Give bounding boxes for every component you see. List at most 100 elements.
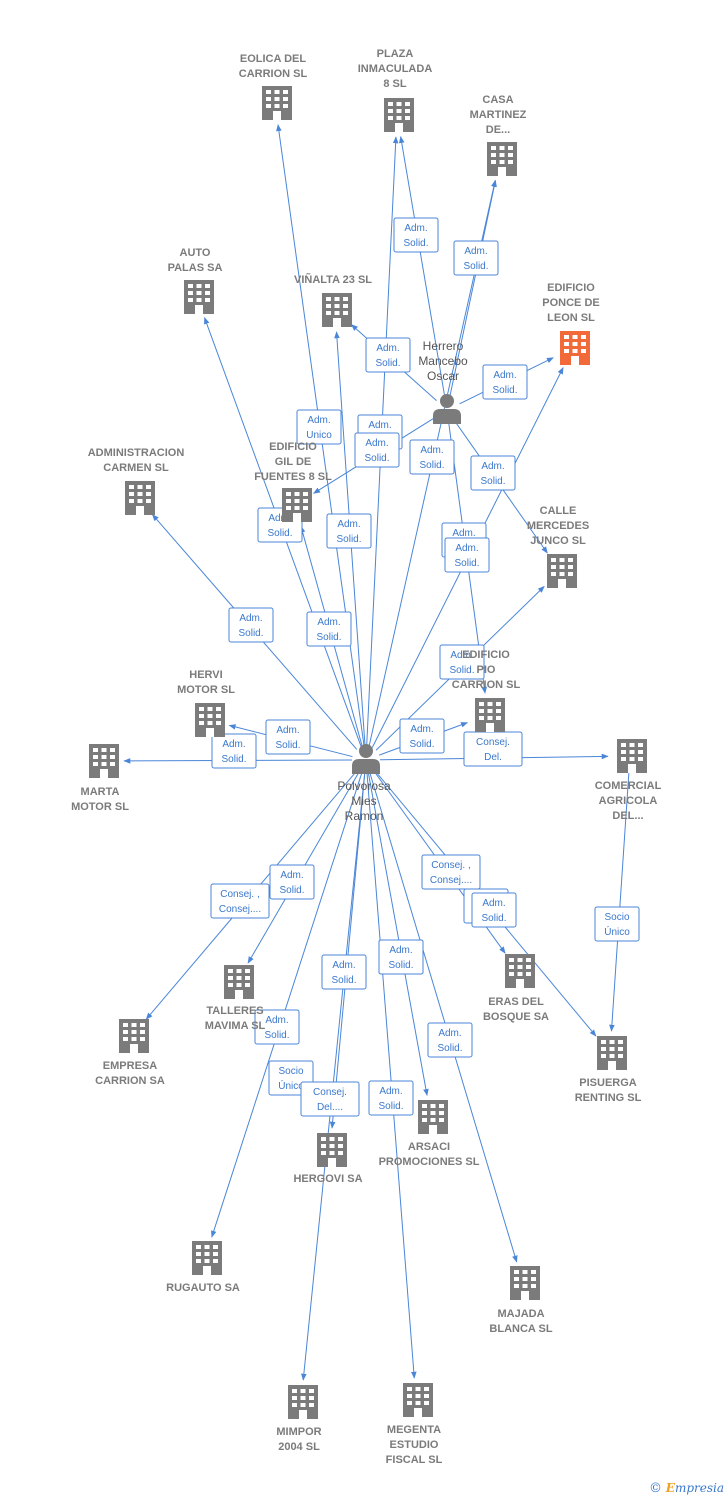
role-badge[interactable]: Adm.Solid.	[444, 537, 490, 573]
role-badge-line: Consej....	[219, 904, 261, 915]
company-label: MOTOR SL	[177, 684, 235, 696]
company-label: MOTOR SL	[71, 801, 129, 813]
role-badge[interactable]: Adm.Solid.	[439, 644, 485, 680]
company-label: PIO	[477, 664, 496, 676]
company-node-comercial[interactable]: COMERCIALAGRICOLADEL...	[595, 739, 662, 822]
company-label: CARRION SL	[452, 679, 521, 691]
company-label: ADMINISTRACION	[88, 447, 185, 459]
company-label: TALLERES	[206, 1005, 263, 1017]
role-badge[interactable]: Adm.Solid.	[482, 364, 528, 400]
role-badge[interactable]: Adm.Solid.	[265, 719, 311, 755]
role-badge[interactable]: Adm.Solid.	[378, 939, 424, 975]
role-badge-line: Solid.	[275, 740, 300, 751]
building-icon	[505, 954, 535, 988]
role-badge-line: Consej.	[476, 737, 510, 748]
role-badge[interactable]: Adm.Solid.	[453, 240, 499, 276]
role-badge[interactable]: Consej. ,Consej....	[421, 854, 481, 890]
role-badge-line: Adm.	[317, 617, 340, 628]
building-icon	[192, 1241, 222, 1275]
role-badge[interactable]: Adm.Solid.	[211, 733, 257, 769]
role-badge-line: Solid.	[437, 1043, 462, 1054]
company-node-hergovi[interactable]: HERGOVI SA	[293, 1133, 363, 1185]
company-label: PROMOCIONES SL	[379, 1156, 480, 1168]
role-badge-line: Consej. ,	[220, 889, 259, 900]
role-badge[interactable]: Adm.Solid.	[269, 864, 315, 900]
company-label: 8 SL	[383, 78, 407, 90]
role-badge[interactable]: Adm.Solid.	[427, 1022, 473, 1058]
role-badge-line: Solid.	[267, 528, 292, 539]
role-badge[interactable]: Adm.Solid.	[365, 337, 411, 373]
company-label: 2004 SL	[278, 1441, 320, 1453]
company-label: PLAZA	[377, 48, 414, 60]
role-badge[interactable]: Adm.Solid.	[306, 611, 352, 647]
person-label: Mancebo	[418, 354, 468, 368]
company-label: FISCAL SL	[386, 1454, 443, 1466]
role-badge[interactable]: Adm.Solid.	[326, 513, 372, 549]
role-badge-line: Adm.	[389, 945, 412, 956]
company-label: EMPRESA	[103, 1060, 157, 1072]
building-icon	[224, 965, 254, 999]
building-icon	[282, 488, 312, 522]
role-badge-line: Adm.	[368, 420, 391, 431]
role-badge-line: Adm.	[493, 370, 516, 381]
company-label: CARRION SA	[95, 1075, 165, 1087]
role-badge[interactable]: Consej. , Consej....	[210, 883, 270, 919]
company-node-casa[interactable]: CASAMARTINEZDE...	[470, 94, 527, 176]
role-badge[interactable]: Consej.Del....	[300, 1081, 360, 1117]
role-badge-line: Adm.	[452, 528, 475, 539]
building-icon	[547, 554, 577, 588]
role-badge[interactable]: Adm.Solid.	[354, 432, 400, 468]
company-label: AGRICOLA	[599, 795, 658, 807]
role-badge[interactable]: Adm.Solid.	[321, 954, 367, 990]
role-badge[interactable]: Adm.Solid.	[399, 718, 445, 754]
company-label: EDIFICIO	[269, 441, 317, 453]
role-badge[interactable]: Adm.Solid.	[254, 1009, 300, 1045]
role-badge[interactable]: Adm.Solid.	[228, 607, 274, 643]
company-node-vinalta[interactable]: VIÑALTA 23 SL	[294, 273, 372, 327]
building-icon	[262, 86, 292, 120]
company-node-empresa[interactable]: EMPRESA CARRION SA	[95, 1019, 165, 1087]
role-badge[interactable]: Adm.Solid.	[470, 455, 516, 491]
edge-p1-mimpor	[301, 773, 366, 1381]
company-label: ESTUDIO	[390, 1439, 439, 1451]
company-node-rugauto[interactable]: RUGAUTO SA	[166, 1241, 240, 1294]
role-badge-line: Solid.	[481, 913, 506, 924]
role-badge[interactable]: Adm.Unico	[296, 409, 342, 445]
role-badge[interactable]: Consej. Del.	[463, 731, 523, 767]
edge-p1-hergovi	[329, 773, 366, 1129]
role-badge-line: Adm.	[337, 519, 360, 530]
role-badge-line: Del.	[484, 752, 502, 763]
building-icon	[288, 1385, 318, 1419]
role-badge[interactable]: Adm.Solid.	[368, 1080, 414, 1116]
role-badge-line: Solid.	[378, 1101, 403, 1112]
role-badge-line: Adm.	[307, 415, 330, 426]
role-badge-line: Solid.	[403, 238, 428, 249]
company-label: AUTO	[180, 247, 211, 259]
role-badge[interactable]: Adm.Solid.	[471, 892, 517, 928]
role-badge-line: Consej....	[430, 875, 472, 886]
role-badge[interactable]: Adm.Solid.	[393, 217, 439, 253]
role-badge[interactable]: Adm.Solid.	[409, 439, 455, 475]
role-badge-line: Solid.	[221, 754, 246, 765]
